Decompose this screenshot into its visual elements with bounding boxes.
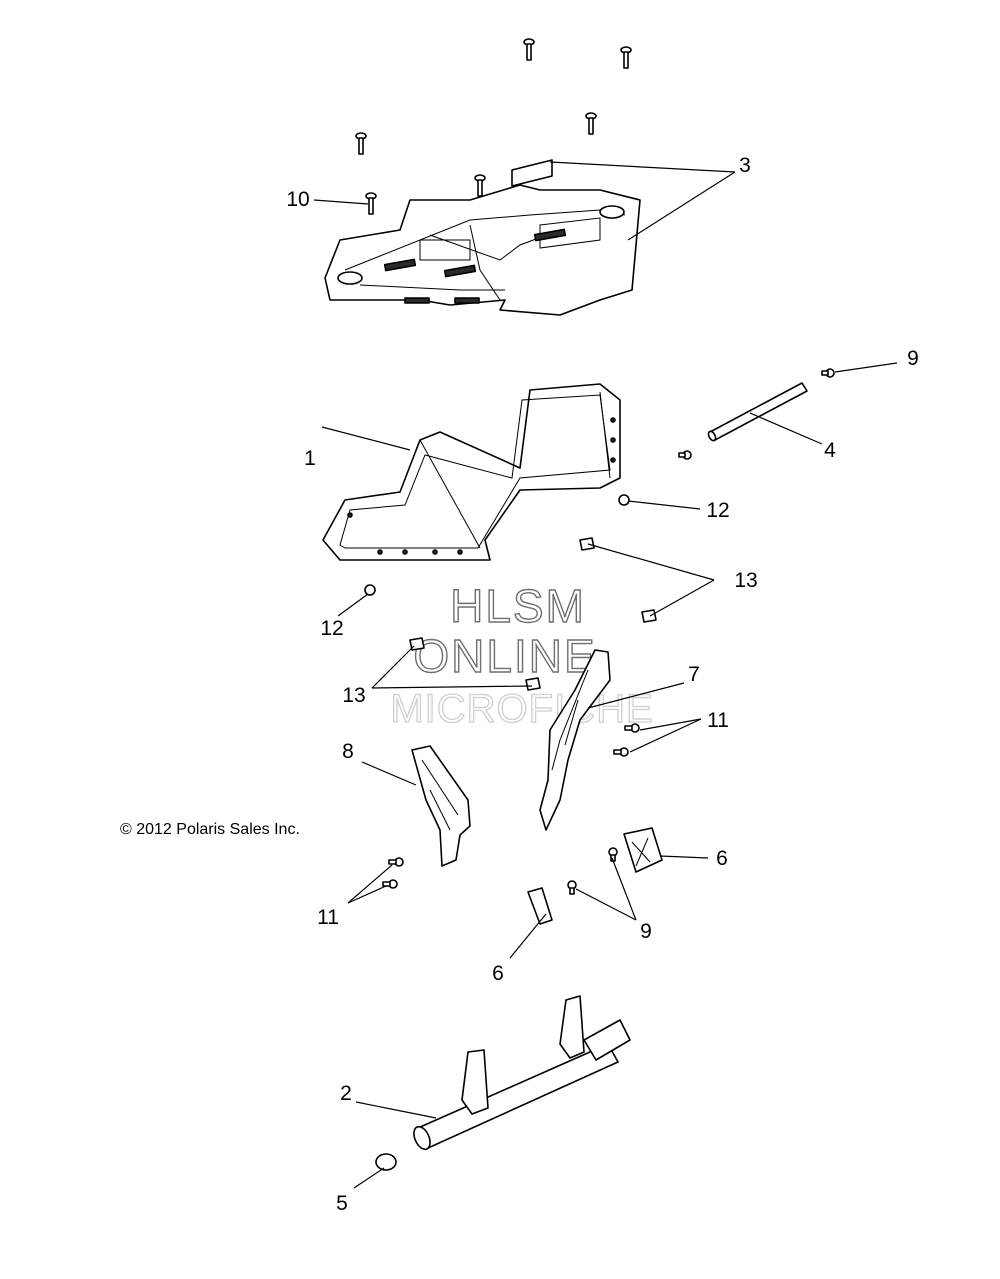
watermark-line3: MICROFICHE: [390, 687, 653, 731]
callout-8: 8: [342, 740, 354, 763]
callout-12-left: 12: [320, 617, 343, 640]
bolt-rod-end: [678, 450, 692, 460]
decal: [511, 159, 553, 187]
pad-6-lower: [527, 887, 553, 925]
callout-13-right: 13: [734, 569, 757, 592]
callout-9-lower: 9: [640, 920, 652, 943]
end-plug: [375, 1153, 397, 1171]
rack-top: [324, 184, 641, 316]
watermark-line2: ONLINE: [413, 630, 596, 682]
callout-4: 4: [824, 439, 836, 462]
clip-13-d: [525, 677, 541, 691]
bumper-tube: [413, 995, 631, 1151]
leader-lines: [313, 161, 898, 1189]
callout-5: 5: [336, 1192, 348, 1215]
callout-numbers: 1 2 3 4 5 6 6 7 8 9 9 10 11 11 12 12 13 …: [286, 154, 919, 1215]
nut-12-right: [618, 494, 630, 506]
bolt-9-a: [608, 847, 618, 862]
watermark-line1: HLSM: [450, 580, 586, 632]
clip-13-a: [579, 537, 595, 551]
pad-6-right: [623, 827, 663, 873]
nut-12-left: [364, 584, 376, 596]
bolt-11-a: [624, 723, 640, 733]
callout-13-left: 13: [342, 684, 365, 707]
bracket-right: [539, 649, 611, 831]
callout-11-left: 11: [317, 906, 339, 929]
bolt-9-b: [567, 880, 577, 895]
bracket-left: [411, 745, 471, 867]
callout-11-right: 11: [707, 709, 729, 732]
callout-6-right: 6: [716, 847, 728, 870]
bolt-9-top: [821, 368, 835, 378]
bolt-11-d: [382, 879, 398, 889]
bolt-11-b: [613, 747, 629, 757]
callout-9-top: 9: [907, 347, 919, 370]
callout-6-lower: 6: [492, 962, 504, 985]
callout-12-right: 12: [706, 499, 729, 522]
watermark: HLSM ONLINE MICROFICHE: [390, 579, 654, 731]
rod: [707, 382, 808, 442]
callout-10: 10: [286, 188, 309, 211]
callout-7: 7: [688, 663, 700, 686]
rack-frame: [322, 383, 621, 561]
callout-2: 2: [340, 1082, 352, 1105]
copyright-text: © 2012 Polaris Sales Inc.: [120, 821, 300, 838]
bolt-11-c: [388, 857, 404, 867]
callout-3: 3: [739, 154, 751, 177]
clip-13-b: [641, 609, 657, 623]
callout-1: 1: [304, 447, 316, 470]
screws-top: [355, 38, 632, 215]
